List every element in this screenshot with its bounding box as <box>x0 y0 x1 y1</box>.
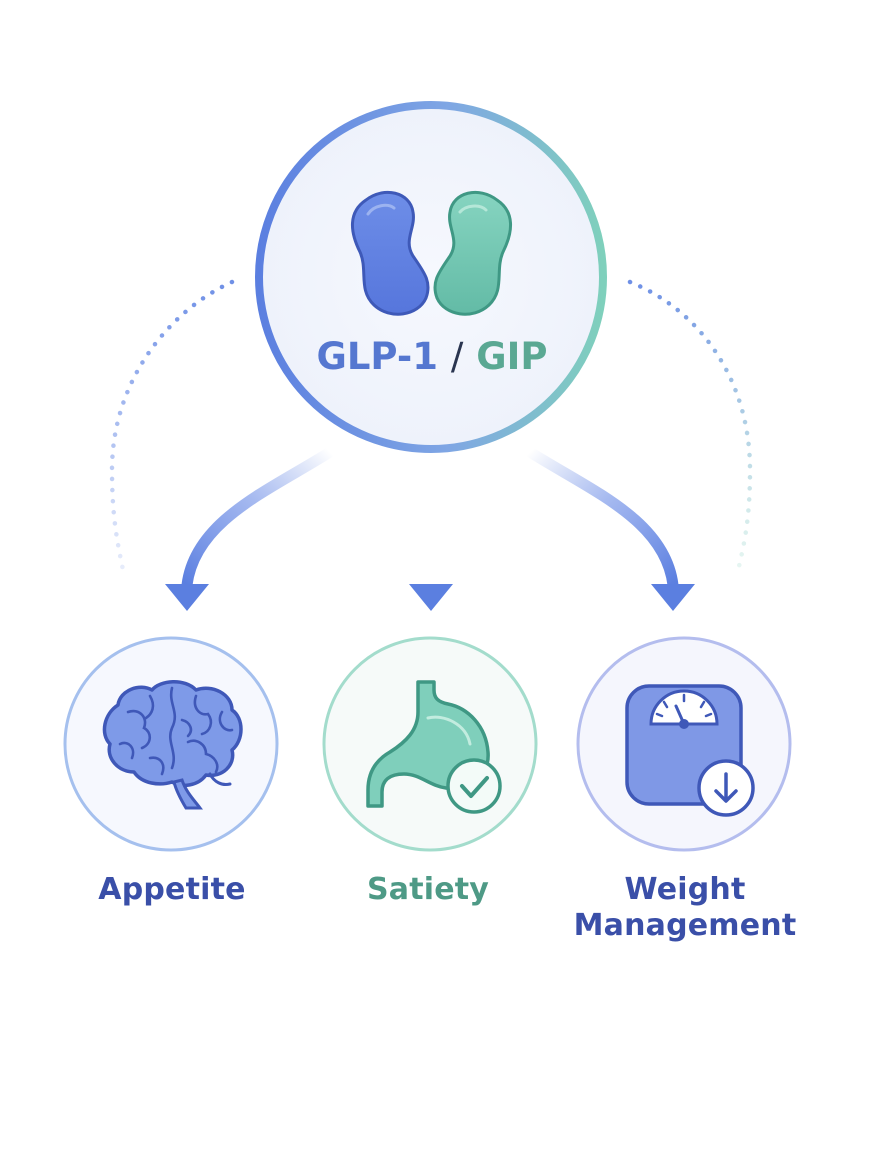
title-separator: / <box>450 335 464 378</box>
stomach-check-icon <box>366 680 502 814</box>
scale-down-icon <box>625 684 755 817</box>
brain-icon <box>102 680 243 810</box>
hub-title: GLP-1 / GIP <box>262 335 602 379</box>
gip-label: GIP <box>476 335 548 378</box>
weight-label-line2: Management <box>573 908 797 943</box>
satiety-label: Satiety <box>366 872 490 907</box>
hub-circle <box>255 101 607 453</box>
arrow-to-satiety <box>409 456 453 611</box>
weight-management-label: Weight Management <box>560 872 810 944</box>
arrow-to-appetite <box>165 446 336 611</box>
weight-label-line1: Weight <box>624 872 746 907</box>
glp1-label: GLP-1 <box>316 335 438 378</box>
appetite-label: Appetite <box>98 872 246 907</box>
dotted-arc-left <box>109 279 235 578</box>
arrow-to-weight <box>524 446 695 611</box>
check-badge <box>446 758 502 814</box>
receptor-molecule-icon <box>350 190 513 316</box>
dotted-arc-right <box>627 279 753 578</box>
